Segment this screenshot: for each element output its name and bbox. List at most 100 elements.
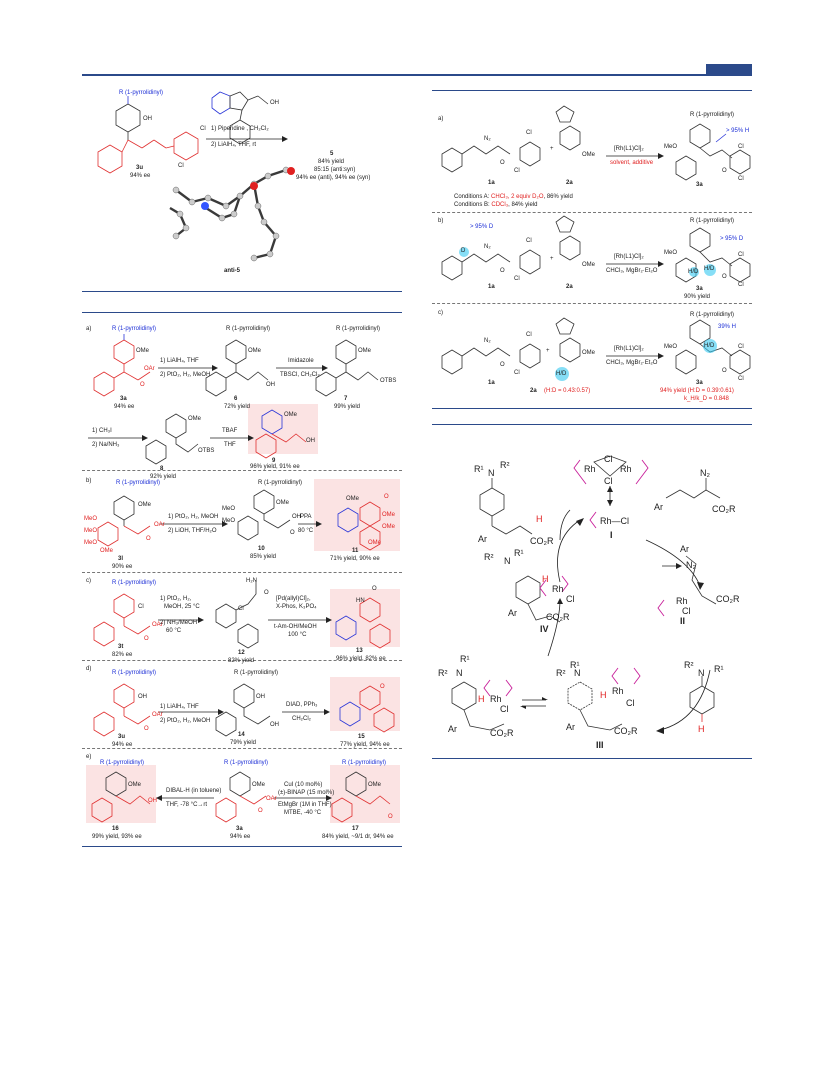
o-12: O — [264, 590, 269, 596]
o-10: O — [290, 530, 295, 536]
cl-b-1: Cl — [526, 238, 532, 244]
yield-3a-c: 94% yield (H:D = 0.39:0.61) — [660, 388, 734, 394]
h-III-left: H — [478, 694, 485, 704]
page-corner-tab — [706, 64, 752, 76]
step-d-2: 2) PtO₂, H₂, MeOH — [160, 718, 211, 724]
ar-diazo: Ar — [654, 502, 663, 512]
compound-III: III — [596, 740, 604, 750]
ar-product: Ar — [478, 534, 487, 544]
cu-1: CuI (10 mol%) — [284, 782, 323, 788]
co2r-III-left: CO₂R — [490, 728, 514, 738]
ee-3a-a: 94% ee — [114, 404, 135, 410]
tag-a-left: a) — [86, 326, 92, 332]
right-panel-top-rule — [432, 90, 752, 91]
meo-b-2: MeO — [84, 528, 98, 534]
step-2: 2) LiAlH₄, THF, rt — [211, 142, 257, 148]
o-a: O — [140, 382, 145, 388]
dimer-rh-right: Rh — [620, 464, 632, 474]
compound-3u: 3u — [136, 165, 144, 171]
cat-c: [Rh(L1)Cl]₂ — [614, 346, 644, 352]
highlight-11 — [314, 479, 400, 551]
r2-product: R² — [500, 460, 510, 470]
oar-3a-e: OAr — [266, 796, 277, 802]
dibal-2: THF, -78 °C→rt — [166, 802, 208, 808]
compound-3a-a-right: 3a — [696, 182, 703, 188]
cl-III-mid: Cl — [626, 698, 635, 708]
pd-1: [Pd(allyl)Cl]₂, — [276, 596, 311, 602]
cl-III-left: Cl — [500, 704, 509, 714]
compound-3a-c-right: 3a — [696, 380, 703, 386]
r-label-16: R (1-pyrrolidinyl) — [100, 760, 145, 766]
otbs-8: OTBS — [198, 448, 215, 454]
h2n-12: H₂N — [246, 578, 257, 584]
r1-III-left: R¹ — [460, 654, 470, 664]
o-13: O — [372, 586, 377, 592]
compound-9: 9 — [272, 458, 276, 464]
r1-IV: R¹ — [514, 548, 524, 558]
meo-a: MeO — [664, 144, 678, 150]
ee-3a-e: 94% ee — [230, 834, 251, 840]
o-c-right: O — [500, 362, 505, 368]
yield-14: 79% yield — [230, 740, 257, 746]
compound-14: 14 — [238, 732, 245, 738]
tag-e-left: e) — [86, 754, 92, 760]
cond-a: solvent, additive — [610, 160, 654, 166]
rh-IV: Rh — [552, 584, 564, 594]
r-label-3a-e: R (1-pyrrolidinyl) — [224, 760, 269, 766]
conditions-b: Conditions B: CDCl₃, 84% yield — [454, 202, 538, 208]
plus-c: + — [546, 348, 550, 354]
step-a-2: 2) PtO₂, H₂, MeOH — [160, 372, 211, 378]
separator-b-c — [82, 572, 402, 573]
thf: THF — [224, 442, 236, 448]
compound-1a-a: 1a — [488, 180, 495, 186]
n2-c: N₂ — [484, 338, 491, 344]
cu-3: EtMgBr (1M in THF) — [278, 802, 332, 808]
oh-10: OH — [292, 514, 301, 520]
r1-III-mid: R¹ — [570, 660, 580, 670]
r1-substrate: R¹ — [714, 664, 724, 674]
cl-3a-b-1: Cl — [738, 252, 744, 258]
n2-b: N₂ — [484, 244, 491, 250]
meo-c: MeO — [664, 344, 678, 350]
ee-3t: 82% ee — [112, 652, 133, 658]
pd-4: 100 °C — [288, 632, 307, 638]
cl-3a-b-2: Cl — [738, 282, 744, 288]
d-label-b-3a: > 95% D — [720, 236, 744, 242]
tag-c-right: c) — [438, 310, 443, 316]
d-circle-b: D — [461, 248, 466, 254]
r2-IV: R² — [484, 552, 494, 562]
yield-12: 82% yield — [228, 658, 255, 664]
r1-product: R¹ — [474, 464, 484, 474]
compound-3l: 3l — [118, 556, 124, 562]
compound-6: 6 — [234, 396, 238, 402]
tbaf: TBAF — [222, 428, 238, 434]
conditions-a: Conditions A: CHCl₃, 2 equiv D₂O, 86% yi… — [454, 194, 573, 200]
compound-2a-c: 2a — [530, 388, 537, 394]
compound-3a-b-right: 3a — [696, 286, 703, 292]
n-product: N — [488, 468, 495, 478]
step-c-1b: MeOH, 25 °C — [164, 604, 200, 610]
cl-a-2: Cl — [514, 168, 520, 174]
yield-9: 96% yield, 91% ee — [250, 464, 300, 470]
r-label-d: R (1-pyrrolidinyl) — [112, 670, 157, 676]
step-c-2: 2) NH₃/MeOH — [160, 620, 198, 626]
o-3a-a: O — [722, 168, 727, 174]
separator-c-d — [82, 660, 402, 661]
cl-label-2: Cl — [178, 163, 184, 169]
ome-16: OMe — [128, 782, 142, 788]
o-b-right: O — [500, 268, 505, 274]
cl-c-1: Cl — [526, 332, 532, 338]
compound-7: 7 — [344, 396, 348, 402]
h-substrate: H — [698, 724, 705, 734]
yield-13: 96% yield, 82% ee — [336, 656, 386, 662]
yield-6: 72% yield — [224, 404, 251, 410]
o-11: O — [384, 494, 389, 500]
temp-b: 80 °C — [298, 528, 314, 534]
hd-b-1: H/D — [704, 266, 715, 272]
compound-2a-a: 2a — [566, 180, 573, 186]
cl-3a-a-1: Cl — [738, 144, 744, 150]
hd-c-3a: H/D — [704, 343, 715, 349]
compound-II: II — [680, 616, 686, 626]
h-III-mid: H — [600, 690, 607, 700]
ee-3l: 90% ee — [112, 564, 133, 570]
